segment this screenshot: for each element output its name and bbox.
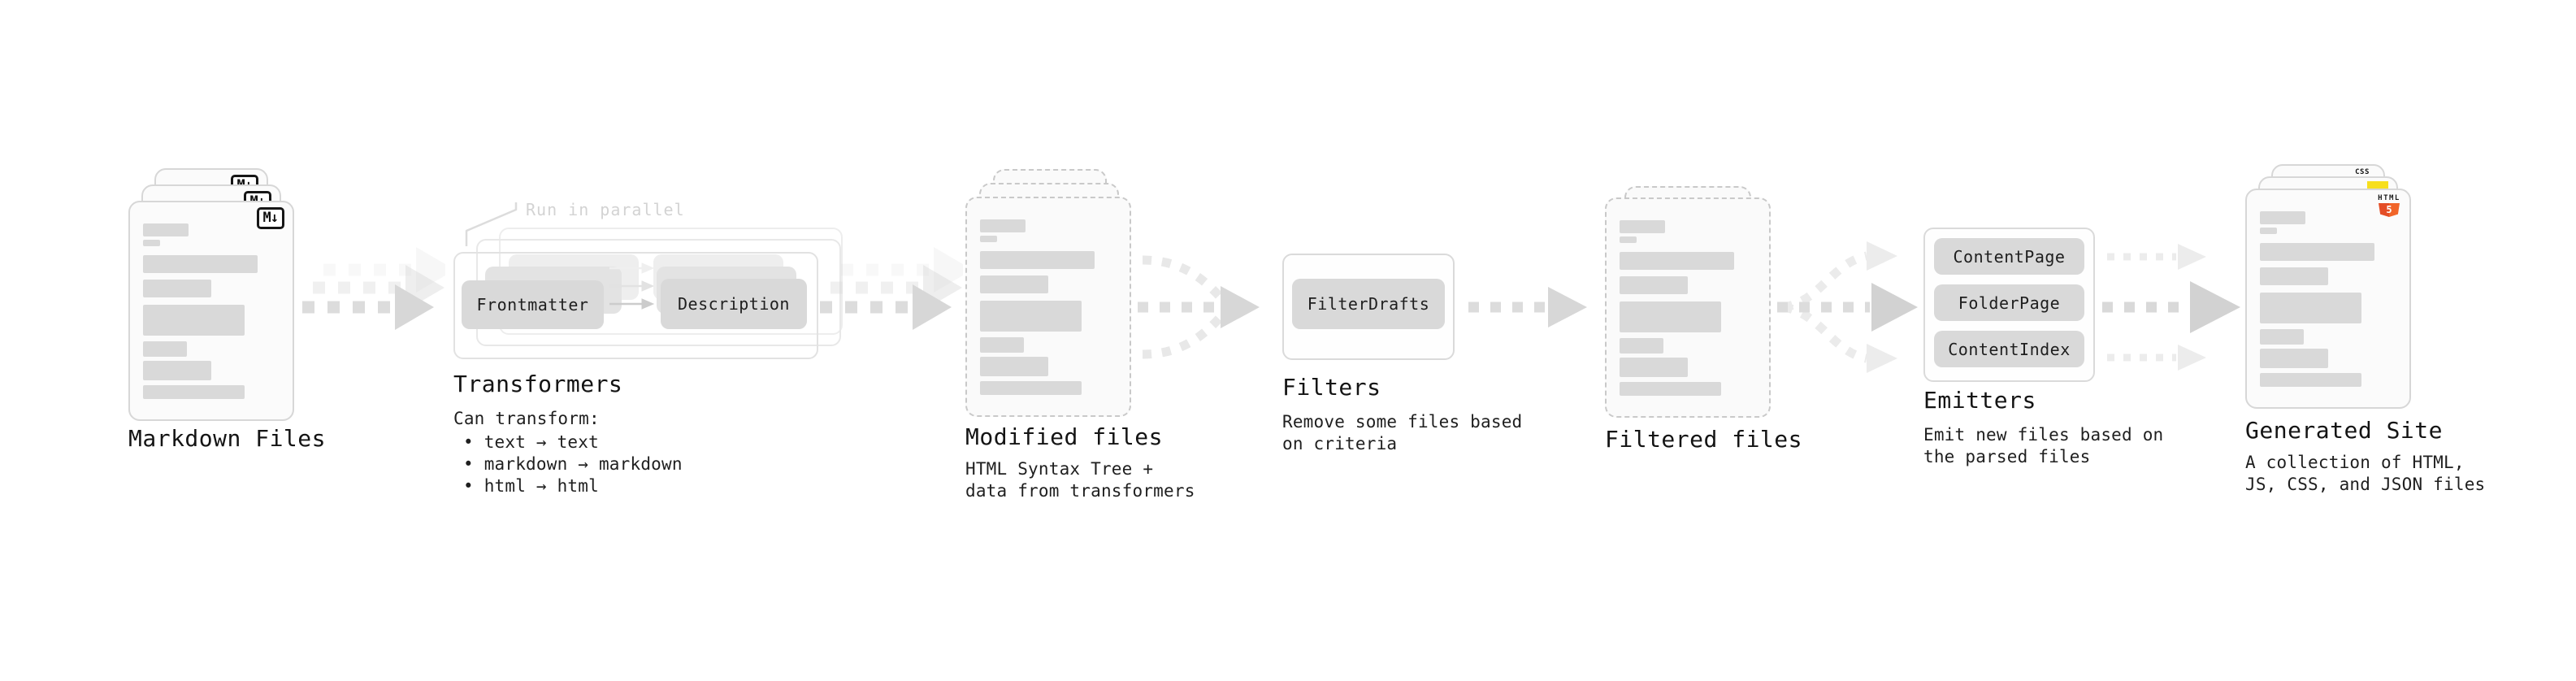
- node-label: Description: [678, 294, 790, 314]
- node-label: ContentPage: [1953, 246, 2066, 267]
- document-card: [965, 197, 1131, 417]
- list-item: markdown → markdown: [463, 453, 683, 475]
- section-title: Filtered files: [1605, 426, 1803, 453]
- section-title: Generated Site: [2245, 417, 2444, 444]
- section-description: Emit new files based on the parsed files: [1923, 425, 2164, 466]
- node-contentpage: ContentPage: [1934, 238, 2084, 275]
- section-filters: FilterDrafts Filters Remove some files b…: [1282, 254, 1591, 497]
- node-folderpage: FolderPage: [1934, 284, 2084, 321]
- document-card: [1605, 197, 1771, 418]
- flow-arrow-icon: [302, 247, 445, 330]
- parallel-arrows-icon: [2102, 244, 2240, 371]
- section-description: Can transform:: [453, 409, 600, 428]
- section-description: Remove some files based on criteria: [1282, 412, 1523, 453]
- section-generated-site: CSS HTML 5 Generated Site A collection o…: [2245, 164, 2538, 514]
- list-item: html → html: [463, 475, 683, 497]
- section-filtered-files: Filtered files: [1605, 186, 1865, 527]
- list-item: text → text: [463, 432, 683, 453]
- node-label: FilterDrafts: [1307, 294, 1430, 314]
- node-filterdrafts: FilterDrafts: [1292, 279, 1445, 329]
- parallel-step-arrows-icon: [609, 262, 655, 310]
- section-description: A collection of HTML, JS, CSS, and JSON …: [2245, 453, 2486, 494]
- markdown-icon: M↓: [256, 207, 284, 229]
- callout-label: Run in parallel: [526, 200, 685, 219]
- flow-arrow-icon: [820, 247, 963, 330]
- document-card: HTML 5: [2245, 189, 2411, 409]
- node-frontmatter: Frontmatter: [462, 280, 604, 329]
- html5-icon: HTML 5: [2378, 194, 2400, 217]
- leader-line: [465, 202, 518, 246]
- node-description: Description: [661, 279, 807, 329]
- section-title: Markdown Files: [128, 425, 327, 452]
- section-title: Filters: [1282, 374, 1381, 401]
- section-transformers: Run in parallel Frontmatter Description …: [453, 198, 876, 523]
- placeholder-lines: [1620, 220, 1761, 396]
- placeholder-lines: [2260, 211, 2401, 387]
- node-label: ContentIndex: [1948, 339, 2071, 359]
- section-description: HTML Syntax Tree + data from transformer…: [965, 459, 1195, 501]
- transform-list: text → text markdown → markdown html → h…: [453, 432, 683, 497]
- transformer-frame: [453, 252, 818, 359]
- node-label: FolderPage: [1958, 293, 2061, 313]
- diverge-arrow-icon: [1777, 241, 1918, 373]
- node-contentindex: ContentIndex: [1934, 331, 2084, 367]
- placeholder-lines: [143, 223, 284, 399]
- section-title: Modified files: [965, 423, 1164, 450]
- html5-shield: 5: [2379, 203, 2400, 217]
- converge-arrow-icon: [1138, 255, 1260, 359]
- placeholder-lines: [980, 219, 1121, 395]
- section-title: Transformers: [453, 371, 623, 397]
- node-label: Frontmatter: [476, 295, 589, 314]
- flow-arrow-icon: [1468, 287, 1587, 327]
- document-card: M↓: [128, 201, 294, 421]
- section-markdown-files: M↓ M↓ M↓ Markdown Files: [128, 168, 372, 510]
- section-emitters: ContentPage FolderPage ContentIndex Emit…: [1923, 228, 2232, 496]
- section-title: Emitters: [1923, 387, 2036, 414]
- section-modified-files: Modified files HTML Syntax Tree + data f…: [965, 169, 1225, 510]
